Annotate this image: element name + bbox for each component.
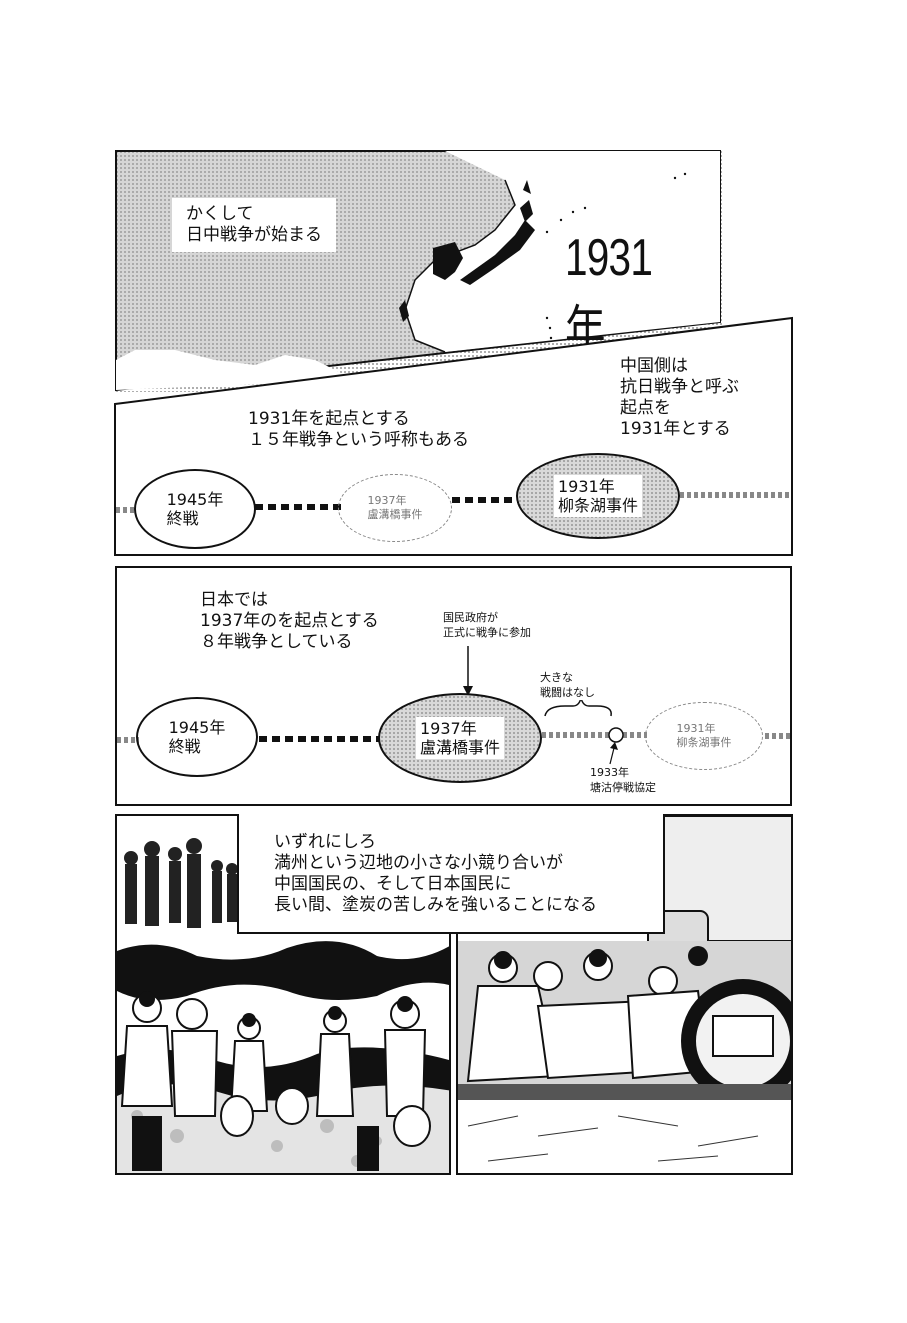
panel2-caption-right: 中国側は 抗日戦争と呼ぶ 起点を 1931年とする <box>620 356 739 439</box>
panel2-caption-left: 1931年を起点とする １５年戦争という呼称もある <box>248 409 469 451</box>
year-label: 1931年 <box>565 229 653 360</box>
refugees-illustration <box>117 838 449 1173</box>
panel3-note-brace: 大きな 戦闘はなし <box>540 670 595 700</box>
panel3-note-bottom: 1933年 塘沽停戦協定 <box>590 765 656 795</box>
korea-shape <box>433 242 463 280</box>
event-oval-1937-b: 1937年 盧溝橋事件 <box>378 693 542 783</box>
train-illustration <box>458 816 791 1173</box>
event-oval-1931: 1931年 柳条湖事件 <box>516 453 680 539</box>
map-caption: かくして 日中戦争が始まる <box>172 198 336 252</box>
event-oval-1931-b: 1931年 柳条湖事件 <box>645 702 763 770</box>
panel-map: かくして 日中戦争が始まる 1931年 <box>115 150 722 392</box>
event-oval-1945: 1945年 終戦 <box>134 469 256 549</box>
panel4-caption-box <box>237 814 665 934</box>
sea-area <box>405 151 720 352</box>
panel-timeline-15-frame <box>114 316 793 556</box>
panel3-caption: 日本では 1937年のを起点とする ８年戦争としている <box>200 590 379 653</box>
panel3-note-top: 国民政府が 正式に戦争に参加 <box>443 610 531 640</box>
event-oval-1945-b: 1945年 終戦 <box>136 697 258 777</box>
japan-shape <box>460 220 535 285</box>
event-oval-1937: 1937年 盧溝橋事件 <box>338 474 452 542</box>
panel4-caption: いずれにしろ 満州という辺地の小さな小競り合いが 中国国民の、そして日本国民に … <box>274 832 597 915</box>
